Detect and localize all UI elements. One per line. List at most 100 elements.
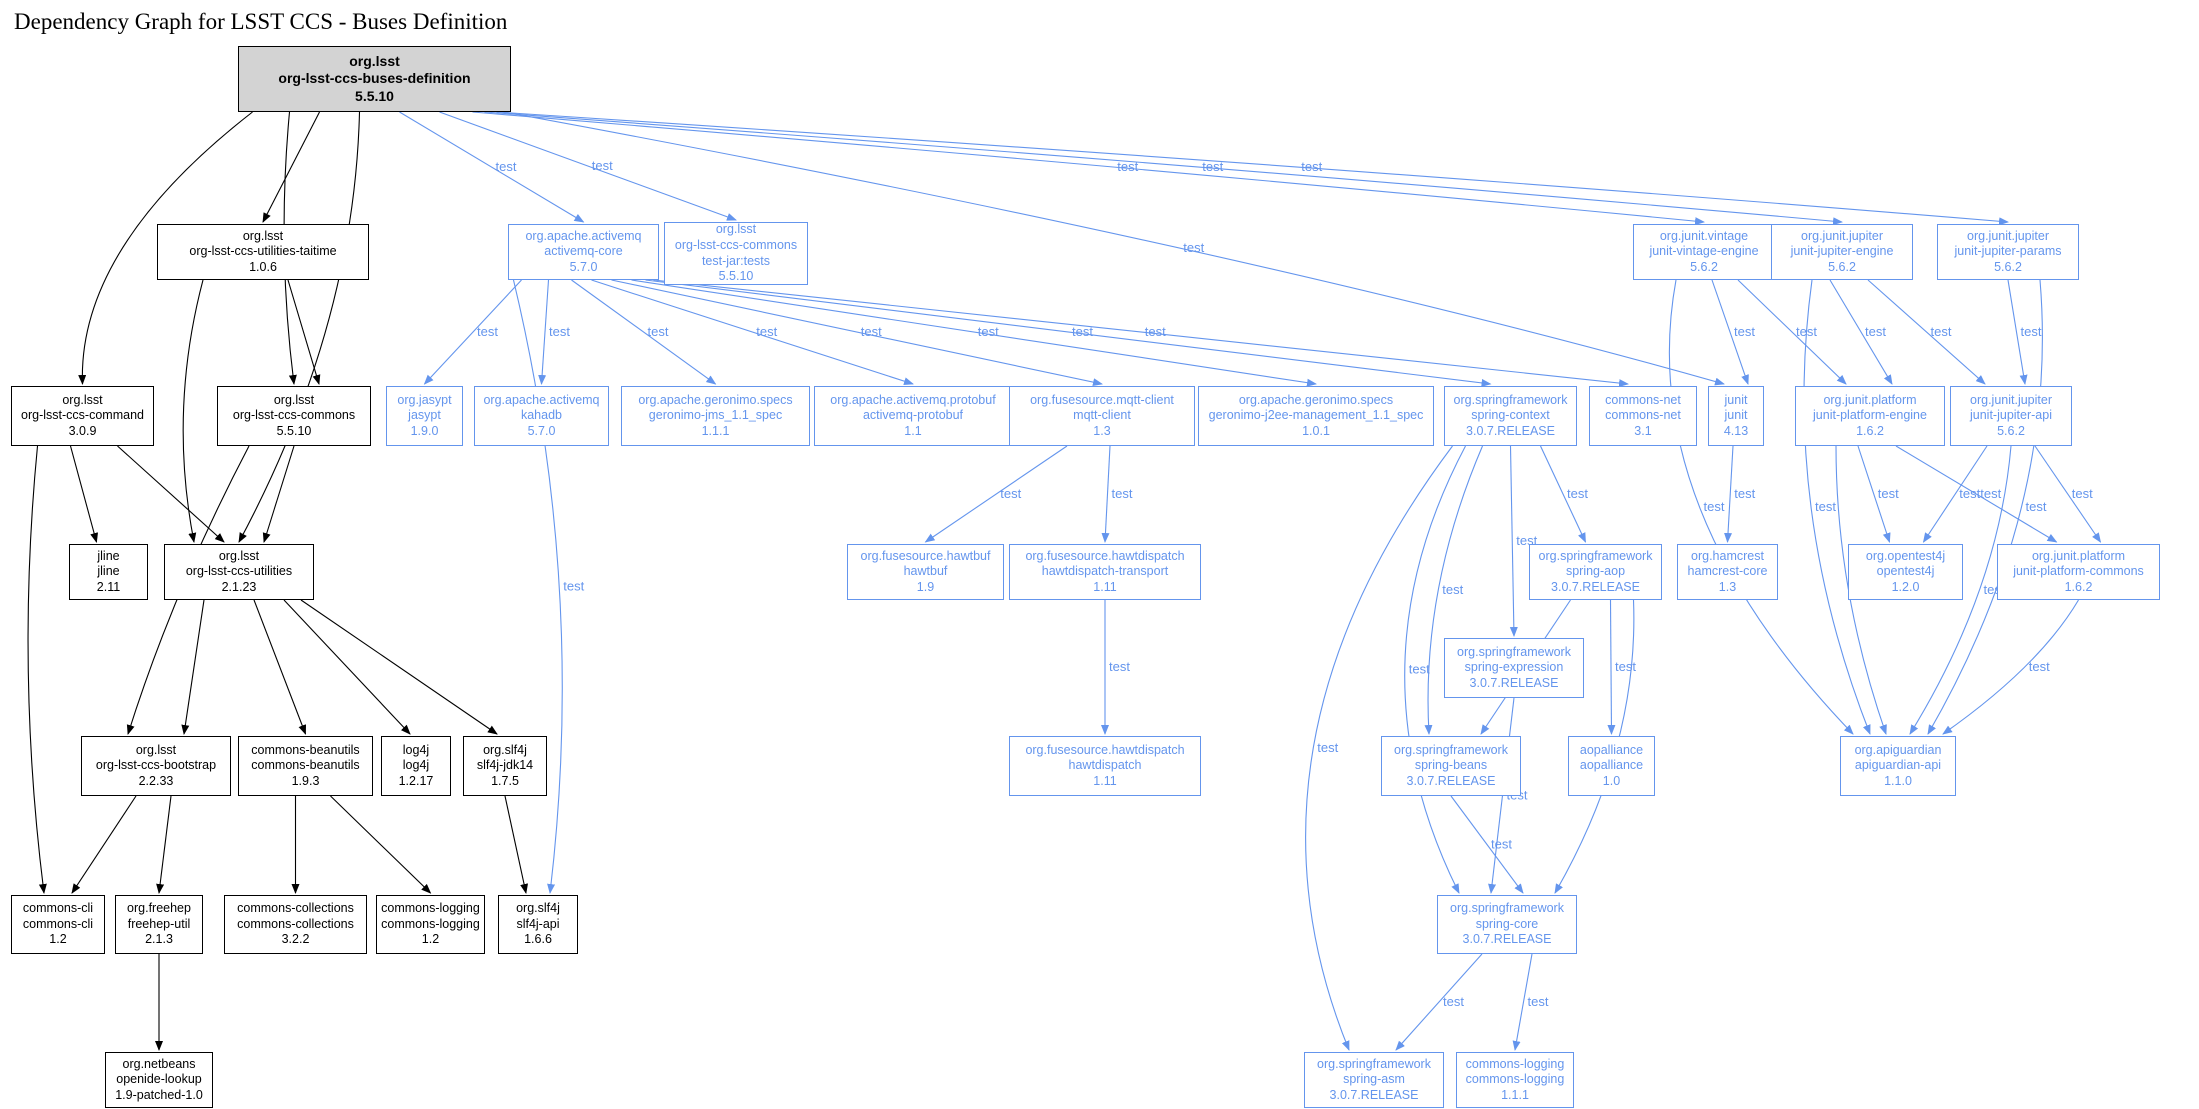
node-label-line: junit-vintage-engine bbox=[1649, 244, 1759, 259]
node-label-line: 1.3 bbox=[1718, 579, 1737, 594]
edge-spring-context--spring-aop bbox=[1540, 445, 1586, 543]
node-label-line: commons-collections bbox=[237, 901, 354, 916]
node-label-line: org.springframework bbox=[1457, 644, 1571, 659]
node-label-line: org-lsst-ccs-utilities-taitime bbox=[189, 244, 337, 259]
edge-junit-jupiter-api--apiguardian-api bbox=[1909, 445, 2012, 735]
edge-junit-jupiter-params--apiguardian-api bbox=[1927, 279, 2043, 735]
edge-scope-label: test bbox=[1000, 486, 1021, 501]
edge-activemq-core--mqtt-client bbox=[611, 279, 1103, 387]
node-label-line: commons-logging bbox=[1465, 1072, 1565, 1087]
node-label-line: org.lsst bbox=[273, 392, 315, 407]
node-label-line: commons-net bbox=[1605, 408, 1681, 423]
edge-scope-label: test bbox=[1442, 582, 1463, 597]
node-label-line: org.springframework bbox=[1317, 1056, 1431, 1071]
edge-scope-label: test bbox=[1072, 324, 1093, 339]
node-label-line: 3.0.7.RELEASE bbox=[1466, 423, 1555, 438]
node-label-line: org.junit.jupiter bbox=[1967, 228, 2049, 243]
node-label-line: org.lsst bbox=[135, 742, 177, 757]
edge-scope-label: test bbox=[2021, 324, 2042, 339]
node-label-line: org.apache.geronimo.specs bbox=[1238, 392, 1394, 407]
node-label-line: 3.1 bbox=[1634, 423, 1652, 438]
node-label-line: 3.0.7.RELEASE bbox=[1329, 1087, 1419, 1102]
edge-junit--hamcrest-core bbox=[1724, 445, 1734, 543]
edge-scope-label: test bbox=[1959, 486, 1980, 501]
node-label-line: 1.1.1 bbox=[1501, 1087, 1529, 1102]
node-label-line: geronimo-jms_1.1_spec bbox=[648, 408, 783, 423]
node-label-line: spring-core bbox=[1475, 916, 1539, 931]
node-label-line: 1.1.0 bbox=[1884, 773, 1912, 788]
node-label-line: jline bbox=[97, 548, 120, 563]
node-label-line: 1.6.6 bbox=[524, 932, 552, 947]
node-label-line: 5.6.2 bbox=[1997, 423, 2025, 438]
node-label-line: org.junit.vintage bbox=[1659, 228, 1749, 243]
node-label-line: freehep-util bbox=[127, 916, 191, 931]
edge-scope-label: test bbox=[1980, 486, 2001, 501]
edge-scope-label: test bbox=[756, 324, 777, 339]
node-label-line: org-lsst-ccs-commons bbox=[232, 408, 356, 423]
edge-ccs-bootstrap--commons-cli bbox=[71, 795, 137, 894]
edge-activemq-core--kahadb bbox=[538, 279, 550, 385]
edge-scope-label: test bbox=[477, 324, 498, 339]
node-label-line: log4j bbox=[402, 758, 430, 773]
edge-scope-label: test bbox=[1409, 662, 1430, 677]
node-label-line: 1.6.2 bbox=[2064, 579, 2093, 594]
edge-junit-vintage-engine--apiguardian-api bbox=[1668, 279, 1854, 735]
node-label-line: 3.0.7.RELEASE bbox=[1462, 932, 1552, 947]
node-label-line: 2.11 bbox=[96, 579, 121, 594]
edge-scope-label: test bbox=[1931, 324, 1952, 339]
node-label-line: 1.2 bbox=[421, 932, 440, 947]
edge-junit-jupiter-engine--apiguardian-api bbox=[1803, 279, 1871, 735]
node-label-line: commons-logging bbox=[1465, 1056, 1565, 1071]
node-label-line: 5.5.10 bbox=[718, 269, 754, 284]
node-label-line: 2.1.3 bbox=[145, 932, 173, 947]
node-label-line: 5.7.0 bbox=[569, 259, 598, 274]
edge-ccs-utilities--commons-beanutils bbox=[253, 599, 307, 735]
node-label-line: org.junit.jupiter bbox=[1970, 392, 2052, 407]
node-label-line: 5.6.2 bbox=[1994, 259, 2022, 274]
node-label-line: org.junit.platform bbox=[1823, 392, 1917, 407]
node-label-line: 5.5.10 bbox=[276, 423, 312, 438]
node-label-line: junit-platform-engine bbox=[1813, 408, 1927, 423]
node-label-line: org.apiguardian bbox=[1854, 742, 1942, 757]
node-label-line: junit-jupiter-api bbox=[1970, 408, 2052, 423]
node-label-line: mqtt-client bbox=[1073, 408, 1131, 423]
node-label-line: 1.6.2 bbox=[1856, 423, 1884, 438]
node-label-line: org.fusesource.mqtt-client bbox=[1030, 392, 1174, 407]
edge-scope-label: test bbox=[1528, 994, 1549, 1009]
node-label-line: jasypt bbox=[408, 408, 441, 423]
edge-buses-definition--activemq-core bbox=[399, 111, 585, 223]
node-label-line: aopalliance bbox=[1579, 742, 1644, 757]
edge-activemq-core--geronimo-jms bbox=[571, 279, 717, 385]
node-label-line: commons-cli bbox=[22, 901, 94, 916]
edge-scope-label: test bbox=[549, 324, 570, 339]
node-label-line: org.apache.activemq bbox=[483, 392, 600, 407]
edge-spring-aop--aopalliance bbox=[1607, 599, 1616, 735]
node-label-line: junit-platform-commons bbox=[2013, 564, 2144, 579]
node-label-line: org.lsst bbox=[218, 548, 260, 563]
edge-buses-definition--junit-vintage-engine bbox=[472, 111, 1705, 226]
node-label-line: 1.0.6 bbox=[249, 259, 277, 274]
node-label-line: org-lsst-ccs-buses-definition bbox=[278, 70, 471, 87]
edge-scope-label: test bbox=[1491, 837, 1512, 852]
node-label-line: 2.1.23 bbox=[221, 579, 257, 594]
node-label-line: org.freehep bbox=[127, 901, 191, 916]
node-label-line: 1.9-patched-1.0 bbox=[115, 1087, 203, 1102]
edge-junit-vintage-engine--junit-platform-engine bbox=[1737, 279, 1847, 385]
